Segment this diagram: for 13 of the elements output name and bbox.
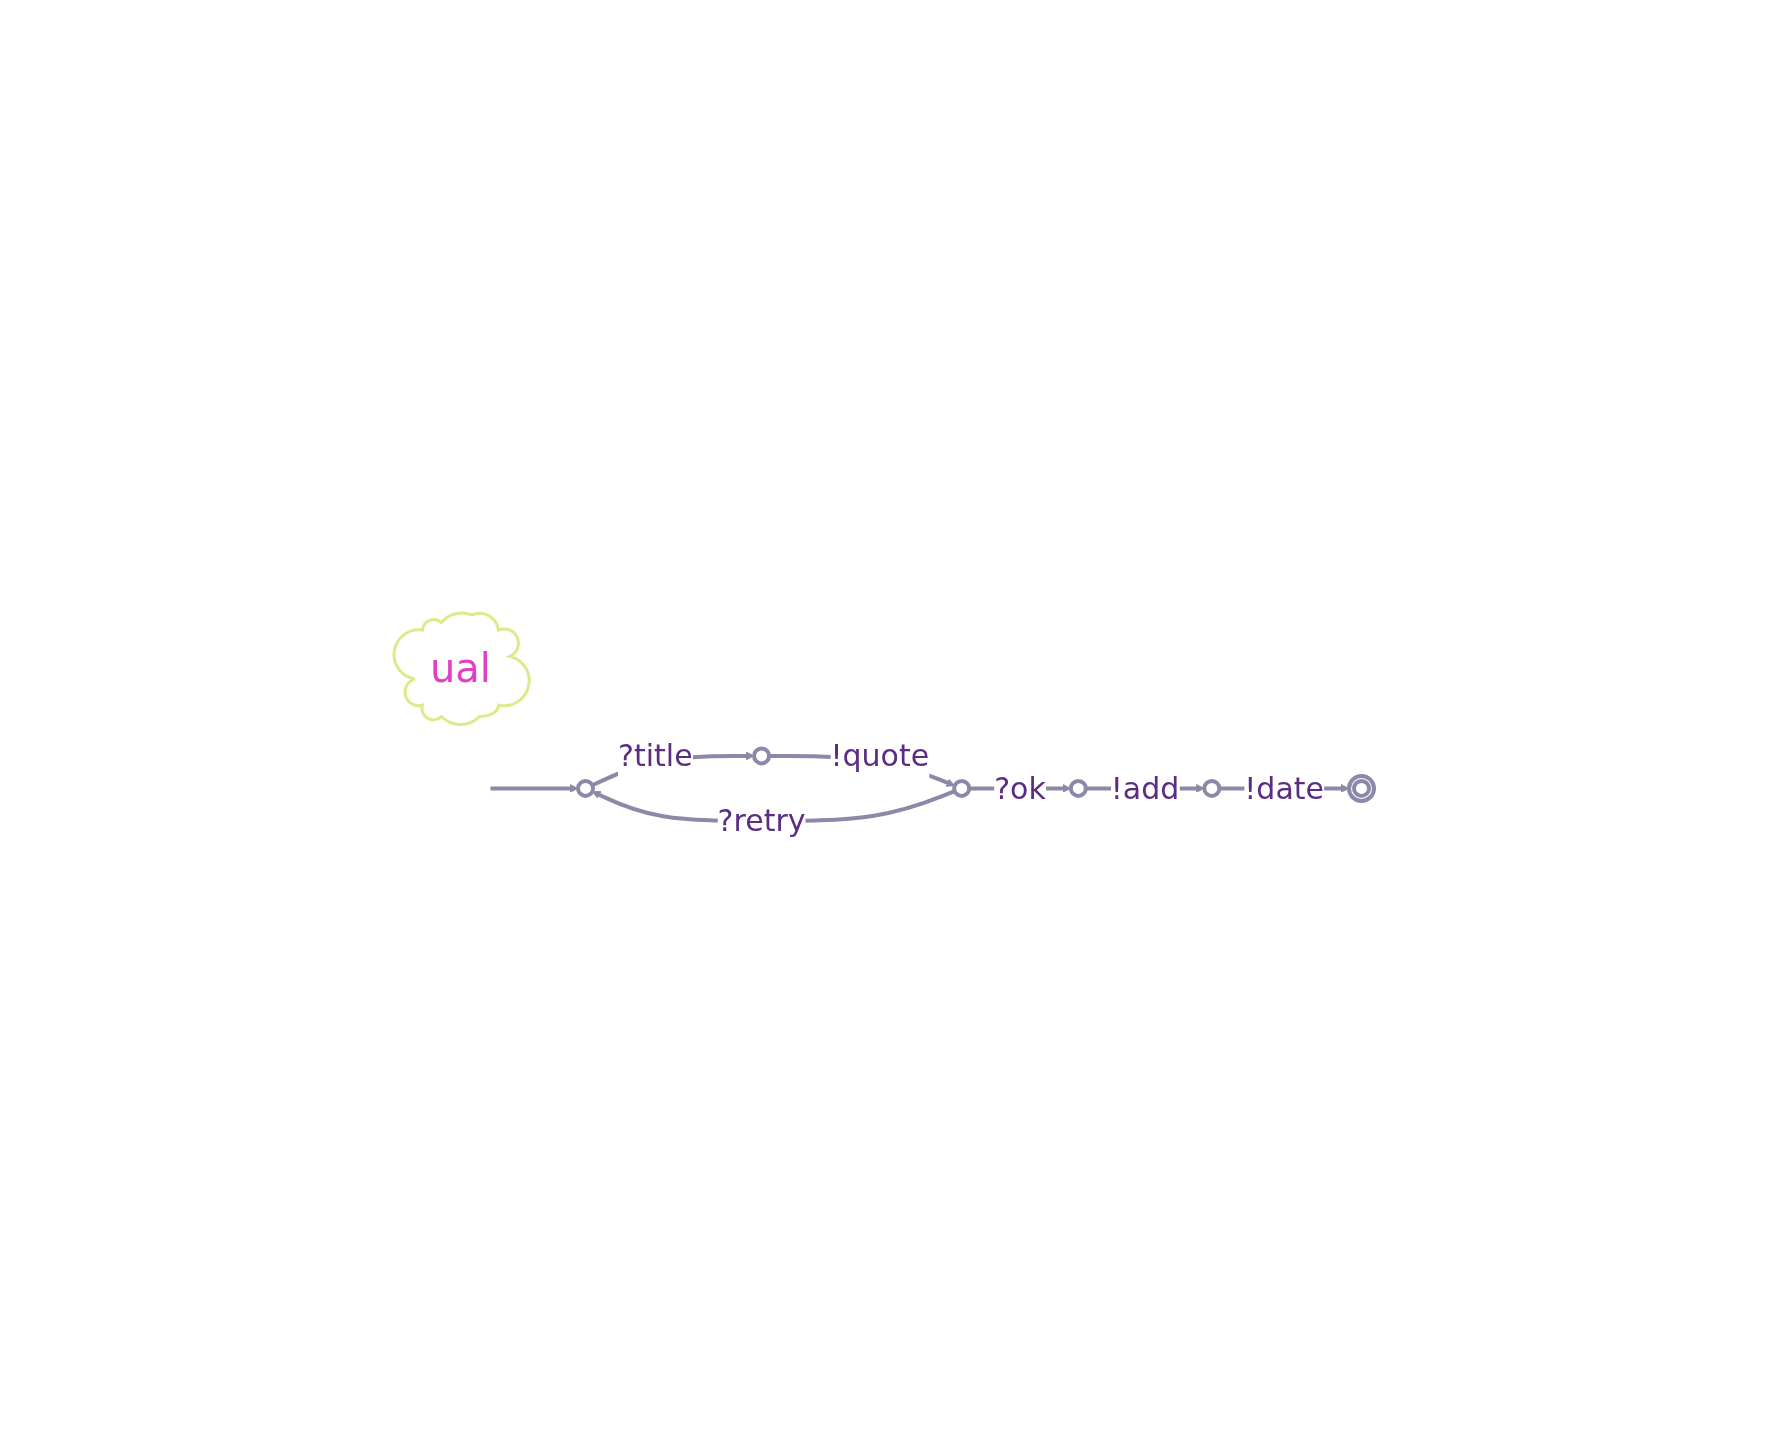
edge-label: !add xyxy=(1110,770,1180,806)
arrow xyxy=(490,783,579,793)
edge-label: ?ok xyxy=(994,770,1046,806)
node-circle xyxy=(1347,773,1376,803)
node-circle xyxy=(1068,778,1088,798)
node-circle xyxy=(752,746,772,766)
node-circle xyxy=(576,778,595,798)
edge-label: ?retry xyxy=(717,803,806,839)
node-circle xyxy=(1202,778,1222,798)
edge-label: ?title xyxy=(618,738,693,774)
node-circle xyxy=(952,778,972,798)
edge-label: !date xyxy=(1244,770,1324,806)
edge-label: !quote xyxy=(830,738,930,774)
